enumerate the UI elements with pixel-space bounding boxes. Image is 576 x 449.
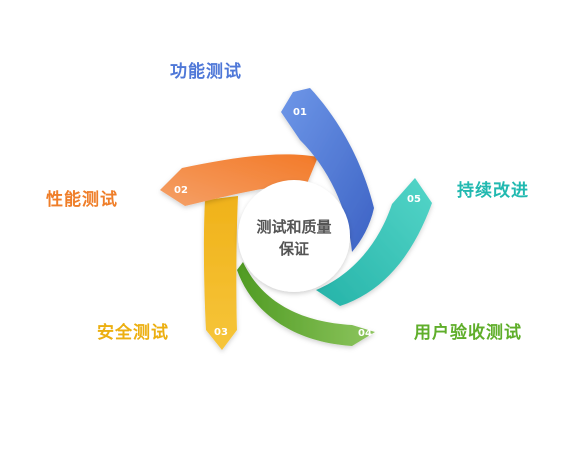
center-title-line2: 保证 (278, 240, 309, 258)
label-continuous-improvement: 持续改进 (457, 181, 529, 201)
arrow-05 (316, 178, 432, 306)
label-security-testing: 安全测试 (97, 323, 169, 343)
center-circle (238, 180, 350, 292)
step-number-05: 05 (407, 194, 421, 205)
label-functional-testing: 功能测试 (170, 62, 242, 82)
label-performance-testing: 性能测试 (46, 190, 118, 210)
center-title-line1: 测试和质量 (256, 218, 331, 236)
arrow-01 (281, 88, 374, 252)
label-user-acceptance-testing: 用户验收测试 (414, 323, 522, 343)
step-number-02: 02 (174, 185, 188, 196)
step-number-03: 03 (214, 327, 228, 338)
arrow-04 (237, 262, 375, 346)
arrow-02 (160, 154, 318, 206)
step-number-04: 04 (358, 328, 372, 339)
step-number-01: 01 (293, 107, 307, 118)
arrow-03 (203, 196, 238, 350)
